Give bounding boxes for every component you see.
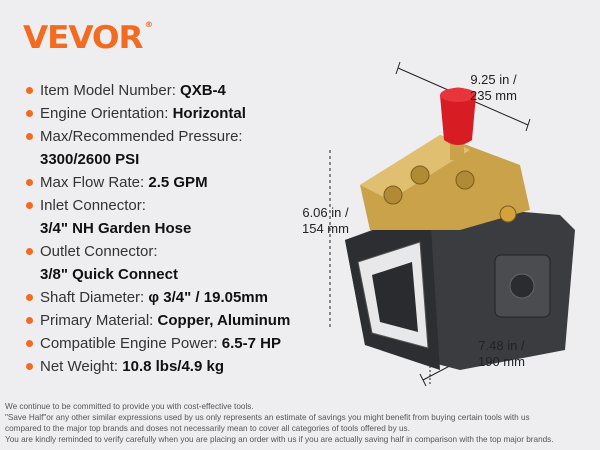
spec-label: Item Model Number: [40, 82, 181, 99]
spec-value: Copper, Aluminum [157, 312, 291, 329]
dim-mm: 235 mm [470, 88, 517, 103]
spec-value: φ 3/4" / 19.05mm [148, 289, 268, 306]
vevor-logo: VEVOR® [23, 20, 153, 56]
spec-label: Shaft Diameter: [40, 289, 149, 306]
spec-orientation: Engine Orientation: Horizontal [26, 102, 326, 125]
spec-value: 6.5-7 HP [221, 335, 281, 352]
dim-in: 9.25 in / [470, 72, 517, 87]
spec-label: Max/Recommended Pressure: [40, 128, 243, 145]
dimension-depth: 7.48 in /190 mm [478, 338, 525, 370]
spec-value: QXB-4 [180, 82, 226, 99]
disclaimer-line: compared to the major top brands and dos… [5, 424, 410, 433]
bullet-icon [26, 339, 33, 347]
spec-list: Item Model Number: QXB-4 Engine Orientat… [26, 79, 326, 378]
bullet-icon [26, 201, 33, 209]
dim-in: 6.06 in / [302, 205, 349, 220]
dimension-width: 9.25 in /235 mm [470, 72, 517, 104]
disclaimer: We continue to be committed to provide y… [5, 401, 554, 445]
spec-pressure-value: 3300/2600 PSI [26, 148, 326, 171]
spec-material: Primary Material: Copper, Aluminum [26, 309, 326, 332]
spec-inlet: Inlet Connector: [26, 194, 326, 217]
bullet-icon [26, 247, 33, 255]
spec-outlet-value: 3/8" Quick Connect [26, 263, 326, 286]
registered-mark: ® [144, 20, 153, 29]
unloader-knob [440, 87, 476, 145]
spec-weight: Net Weight: 10.8 lbs/4.9 kg [26, 355, 326, 378]
spec-label: Engine Orientation: [40, 105, 173, 122]
spec-model: Item Model Number: QXB-4 [26, 79, 326, 102]
disclaimer-line: "Save Half"or any other similar expressi… [5, 413, 530, 422]
dimension-height: 6.06 in /154 mm [302, 205, 349, 237]
spec-label: Inlet Connector: [40, 197, 146, 214]
spec-pressure: Max/Recommended Pressure: [26, 125, 326, 148]
bullet-icon [26, 293, 33, 301]
disclaimer-line: We continue to be committed to provide y… [5, 402, 254, 411]
bullet-icon [26, 178, 33, 186]
spec-label: Max Flow Rate: [40, 174, 149, 191]
spec-shaft: Shaft Diameter: φ 3/4" / 19.05mm [26, 286, 326, 309]
spec-value: 3300/2600 PSI [40, 151, 140, 168]
bullet-icon [26, 109, 33, 117]
dim-mm: 154 mm [302, 221, 349, 236]
spec-value: 10.8 lbs/4.9 kg [122, 358, 224, 375]
dim-in: 7.48 in / [478, 338, 525, 353]
spec-label: Net Weight: [40, 358, 123, 375]
spec-value: Horizontal [172, 105, 246, 122]
spec-engine-power: Compatible Engine Power: 6.5-7 HP [26, 332, 326, 355]
spec-value: 2.5 GPM [148, 174, 208, 191]
bullet-icon [26, 132, 33, 140]
spec-label: Compatible Engine Power: [40, 335, 222, 352]
bullet-icon [26, 362, 33, 370]
dim-mm: 190 mm [478, 354, 525, 369]
spec-value: 3/4" NH Garden Hose [40, 220, 192, 237]
logo-text: VEVOR [23, 20, 144, 56]
spec-flow: Max Flow Rate: 2.5 GPM [26, 171, 326, 194]
bullet-icon [26, 86, 33, 94]
spec-inlet-value: 3/4" NH Garden Hose [26, 217, 326, 240]
spec-label: Outlet Connector: [40, 243, 158, 260]
spec-label: Primary Material: [40, 312, 158, 329]
bullet-icon [26, 316, 33, 324]
disclaimer-line: You are kindly reminded to verify carefu… [5, 435, 554, 444]
spec-value: 3/8" Quick Connect [40, 266, 178, 283]
spec-outlet: Outlet Connector: [26, 240, 326, 263]
